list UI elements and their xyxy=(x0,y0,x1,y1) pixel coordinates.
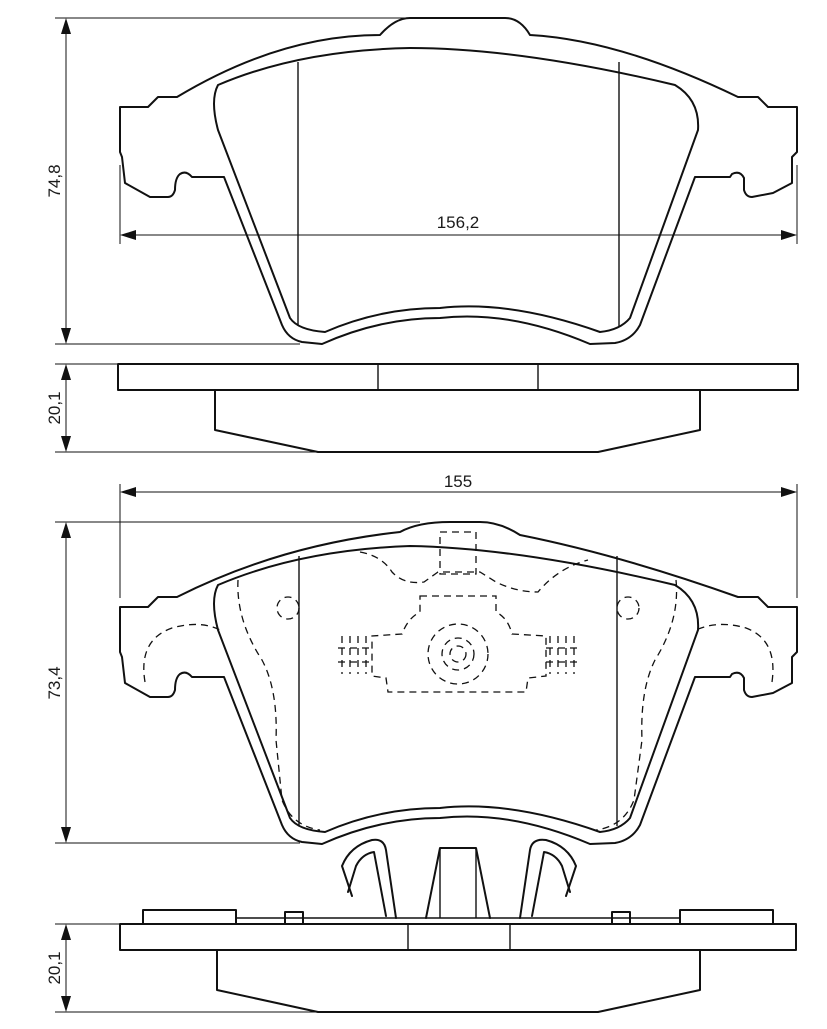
bottom-pad-thickness-label: 20,1 xyxy=(45,951,64,984)
bottom-pad-side-friction xyxy=(216,949,701,1013)
hidden-center-pin-outer xyxy=(427,623,489,685)
top-pad-backing-plate xyxy=(119,17,798,345)
hidden-contour-left xyxy=(237,579,321,831)
dimension-bottom-pad-height: 73,4 xyxy=(45,521,420,844)
hidden-contour-right xyxy=(595,579,678,831)
top-pad-friction-material xyxy=(213,47,700,333)
spring-clip-left-wire xyxy=(347,851,387,917)
bottom-pad-shim-right xyxy=(679,909,774,925)
hidden-hole-left xyxy=(276,596,300,620)
top-pad-side-view xyxy=(117,363,799,453)
spring-clip-left-arm xyxy=(341,838,397,919)
hidden-center-pin-mid xyxy=(441,637,475,671)
spring-clip-right-wire xyxy=(531,851,571,917)
spring-clip-right-arm xyxy=(519,838,577,919)
dimension-bottom-pad-thickness: 20,1 xyxy=(45,923,318,1013)
top-pad-height-label: 74,8 xyxy=(45,164,64,197)
bottom-pad-backing-plate xyxy=(119,521,798,845)
spring-clip-center xyxy=(425,847,491,919)
bottom-pad-shim-left xyxy=(142,909,237,925)
bottom-pad-friction-material xyxy=(213,545,700,833)
dimension-top-pad-thickness: 20,1 xyxy=(45,363,318,453)
hidden-top-contour xyxy=(359,551,589,593)
hidden-clip-left xyxy=(338,636,372,674)
bottom-pad-height-label: 73,4 xyxy=(45,666,64,699)
bottom-pad-width-label: 155 xyxy=(444,472,472,491)
dimension-top-pad-width: 156,2 xyxy=(119,165,798,244)
top-pad-thickness-label: 20,1 xyxy=(45,391,64,424)
bottom-pad-side-view xyxy=(119,909,797,1013)
bottom-pad-hidden-features xyxy=(143,531,774,831)
top-pad-width-label: 156,2 xyxy=(437,213,480,232)
hidden-hole-right xyxy=(616,596,640,620)
hidden-center-body xyxy=(371,595,547,693)
hidden-center-pin-inner xyxy=(449,645,467,663)
bottom-pad-spring-clip xyxy=(341,838,577,919)
top-pad-side-backing xyxy=(117,363,799,391)
hidden-ear-left xyxy=(143,623,221,683)
bottom-pad-side-backing xyxy=(119,923,797,951)
top-pad-side-friction xyxy=(214,389,701,453)
hidden-ear-right xyxy=(695,623,774,683)
top-pad-front-view xyxy=(119,17,798,345)
dimension-top-pad-height: 74,8 xyxy=(45,17,405,345)
bottom-pad-front-view xyxy=(119,521,798,845)
hidden-clip-right xyxy=(546,636,578,674)
dimension-bottom-pad-width: 155 xyxy=(119,470,798,598)
hidden-top-tab xyxy=(439,531,477,575)
